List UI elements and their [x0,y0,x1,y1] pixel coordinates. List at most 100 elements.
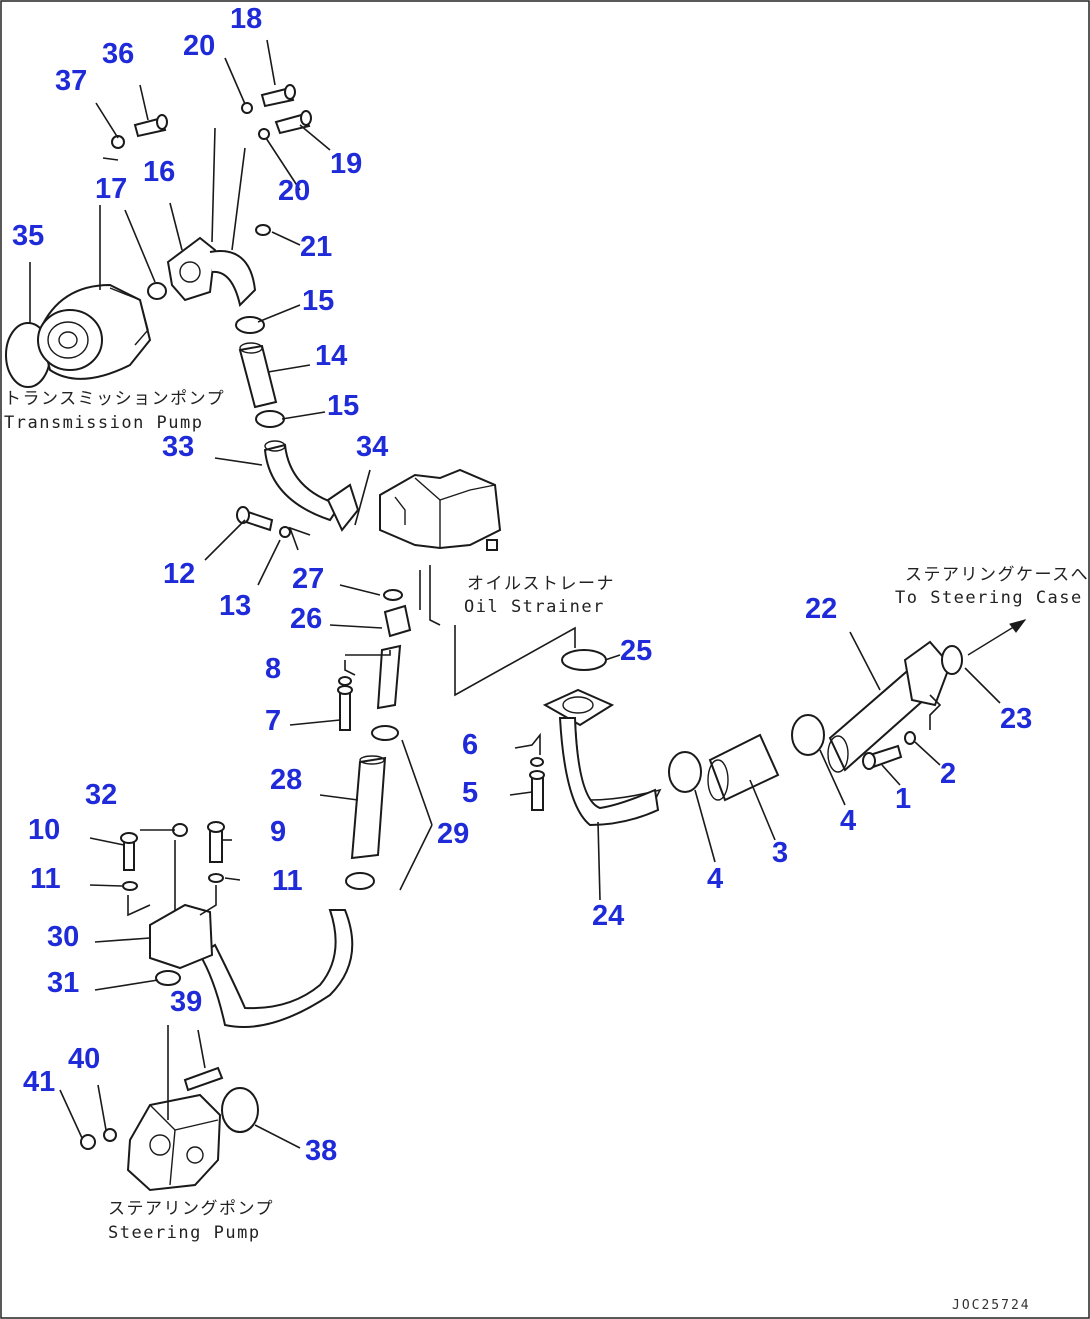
part-label-27[interactable]: 27 [292,563,325,595]
part-label-18[interactable]: 18 [230,3,263,35]
part-label-19[interactable]: 19 [330,148,363,180]
gasket-38[interactable] [221,1087,259,1133]
oring-23[interactable] [941,645,963,675]
washer-2[interactable] [904,731,916,745]
bolt-12[interactable] [236,506,274,532]
flange-24[interactable] [542,688,615,727]
part-label-8[interactable]: 8 [265,653,282,685]
flange-33[interactable] [326,483,360,532]
bolt-18[interactable] [260,84,296,108]
part-label-23[interactable]: 23 [1000,703,1033,735]
part-label-40[interactable]: 40 [68,1043,101,1075]
part-label-4a[interactable]: 4 [707,863,724,895]
clamp-29b[interactable] [345,872,375,890]
part-label-35[interactable]: 35 [12,220,45,252]
clamp-29a[interactable] [371,725,399,741]
washer-40[interactable] [103,1128,117,1142]
part-label-36[interactable]: 36 [102,38,135,70]
bolt-39[interactable] [183,1066,224,1092]
part-label-33[interactable]: 33 [162,431,195,463]
part-label-31[interactable]: 31 [47,967,80,999]
clamp-15a[interactable] [235,316,265,334]
washer-11a[interactable] [122,881,138,891]
bolt-10[interactable] [120,832,138,871]
part-label-39[interactable]: 39 [170,986,203,1018]
part-label-17[interactable]: 17 [95,173,128,205]
part-label-26[interactable]: 26 [290,603,323,635]
part-label-15a[interactable]: 15 [302,285,335,317]
part-label-16[interactable]: 16 [143,156,176,188]
plug-32[interactable] [172,823,188,837]
oring-31[interactable] [155,970,181,986]
caption-oil-strainer-jp: オイルストレーナ [467,574,615,594]
part-label-3[interactable]: 3 [772,837,789,869]
part-label-20b[interactable]: 20 [278,175,311,207]
part-label-32[interactable]: 32 [85,779,118,811]
suction-flange-16[interactable] [166,224,271,307]
washer-13[interactable] [279,526,291,538]
caption-steering-case-en: To Steering Case [895,588,1083,608]
part-label-29[interactable]: 29 [437,818,470,850]
part-label-5[interactable]: 5 [462,777,479,809]
hose-28[interactable] [350,756,387,860]
part-label-30[interactable]: 30 [47,921,80,953]
part-label-4b[interactable]: 4 [840,805,857,837]
clamp-4a[interactable] [668,751,702,793]
gasket-25[interactable] [561,649,607,671]
transmission-pump[interactable] [5,282,167,388]
clamp-15b[interactable] [255,410,285,428]
bolt-9[interactable] [207,821,225,863]
oil-strainer[interactable] [379,468,502,551]
pipe-30[interactable] [198,909,354,1028]
drawing-code: JOC25724 [952,1298,1031,1313]
flange-22[interactable] [903,640,952,707]
bolt-5[interactable] [529,770,545,811]
part-label-9[interactable]: 9 [270,816,287,848]
part-label-41[interactable]: 41 [23,1066,56,1098]
washer-6[interactable] [530,757,544,767]
part-label-11a[interactable]: 11 [30,863,61,895]
part-label-10[interactable]: 10 [28,814,61,846]
washer-8[interactable] [338,676,352,686]
part-label-14[interactable]: 14 [315,340,348,372]
part-label-37[interactable]: 37 [55,65,88,97]
part-label-25[interactable]: 25 [620,635,653,667]
part-label-20a[interactable]: 20 [183,30,216,62]
washer-37[interactable] [111,135,125,149]
oring-27[interactable] [383,589,403,601]
part-label-22[interactable]: 22 [805,593,838,625]
bolt-7[interactable] [337,685,353,731]
part-label-28[interactable]: 28 [270,764,303,796]
part-label-1[interactable]: 1 [895,783,912,815]
part-label-15b[interactable]: 15 [327,390,360,422]
block-30[interactable] [149,903,214,970]
part-label-2[interactable]: 2 [940,758,957,790]
hose-14[interactable] [238,344,278,409]
part-label-34[interactable]: 34 [356,431,389,463]
nut-41[interactable] [80,1134,96,1150]
bolt-19[interactable] [274,110,312,135]
part-label-12[interactable]: 12 [163,558,196,590]
part-label-24[interactable]: 24 [592,900,625,932]
washer-20b[interactable] [258,128,270,140]
bolt-1[interactable] [862,744,903,770]
part-label-38[interactable]: 38 [305,1135,338,1167]
part-label-7[interactable]: 7 [265,705,282,737]
tube-33[interactable] [263,443,342,522]
part-label-6[interactable]: 6 [462,729,479,761]
pipe-26[interactable] [376,644,402,710]
steering-pump[interactable] [126,1087,259,1192]
washer-11b[interactable] [208,873,224,883]
pipe-24[interactable] [558,717,660,827]
leader-lines [29,39,1001,1149]
part-label-11b[interactable]: 11 [272,865,303,897]
bolt-36[interactable] [133,114,168,138]
elbow-26[interactable] [383,604,412,638]
part-label-21[interactable]: 21 [300,231,333,263]
part-label-13[interactable]: 13 [219,590,252,622]
hose-3[interactable] [708,733,780,802]
washer-20a[interactable] [241,102,253,114]
clamp-4b[interactable] [791,714,825,756]
